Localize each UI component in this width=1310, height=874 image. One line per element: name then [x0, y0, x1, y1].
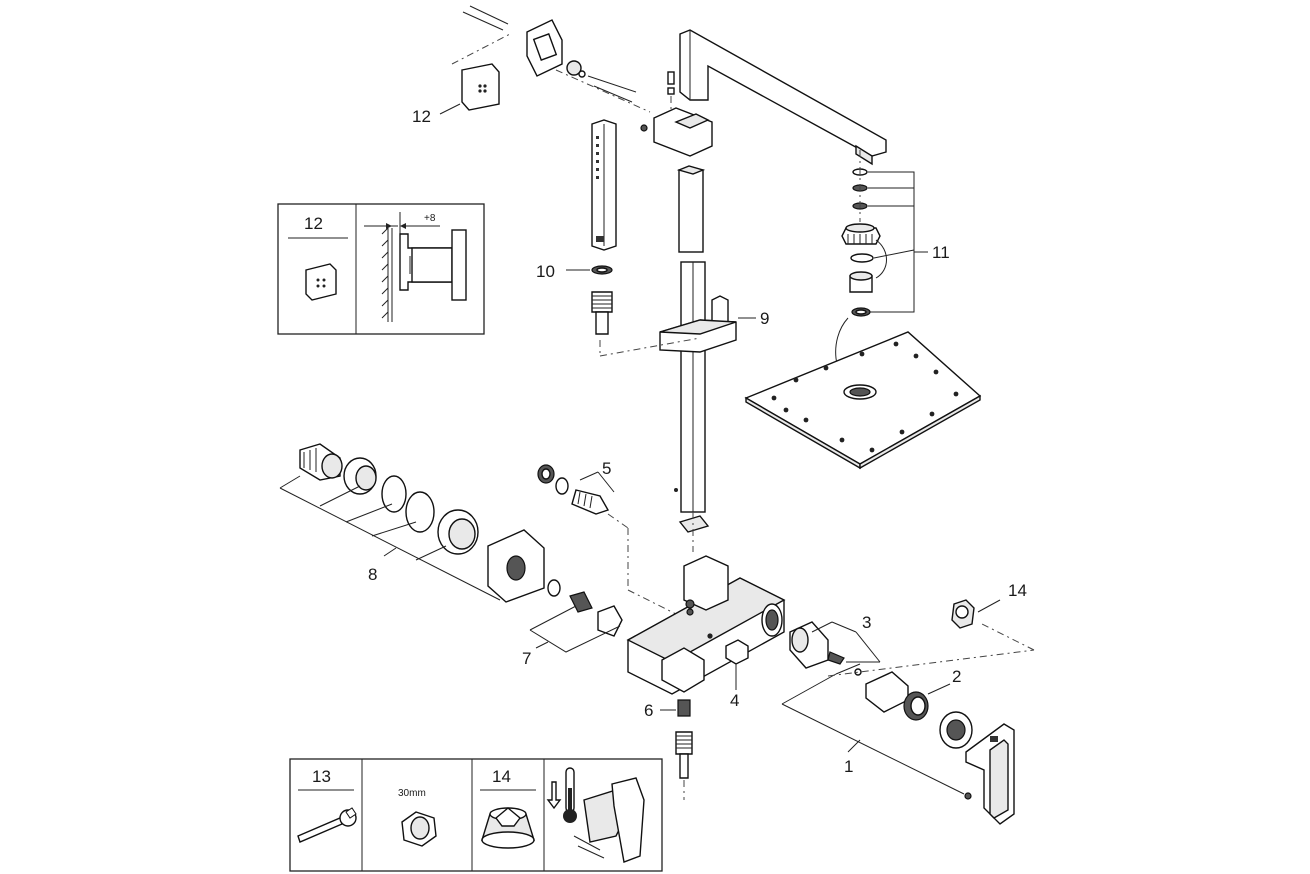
flat-seal-xl — [405, 491, 435, 533]
flat-seal-large — [381, 475, 407, 513]
threaded-adapter — [437, 509, 479, 555]
callout-11: 11 — [932, 243, 950, 262]
callout-2: 2 — [952, 667, 961, 686]
rail-top-bracket — [653, 107, 713, 157]
cover-plate — [461, 63, 500, 111]
callout-9: 9 — [760, 309, 769, 328]
thermostat-cartridge-set: 3 2 1 — [781, 613, 1035, 825]
lever-handle — [965, 723, 1015, 825]
hose-connector — [675, 731, 693, 755]
thermostat-body: 4 6 — [626, 555, 786, 800]
overhead-arm — [679, 29, 887, 157]
inset-part-number: 12 — [304, 214, 323, 233]
s-union — [299, 443, 343, 481]
tools-legend-box: 13 30mm 14 — [289, 758, 663, 872]
offset-dimension: +8 — [424, 213, 436, 224]
hose-nut — [591, 291, 613, 313]
thermometer-icon — [563, 767, 577, 823]
tool-14-label: 14 — [492, 767, 511, 786]
lever-handle-icon — [573, 777, 645, 863]
stop-valve-set: 7 — [522, 579, 623, 668]
temperature-down-arrow-icon — [546, 781, 562, 810]
inset-cover-plate — [305, 263, 337, 301]
handle-sleeve — [865, 671, 909, 713]
inset-mount-detail: 12 +8 — [277, 203, 485, 335]
callout-12: 12 — [412, 107, 431, 126]
diverter-block — [661, 647, 705, 693]
callout-6: 6 — [644, 701, 653, 720]
indicator-cap — [725, 639, 749, 665]
outlet-nipple — [677, 699, 691, 717]
set-screw — [964, 792, 972, 800]
nut-icon — [401, 811, 437, 847]
callout-5: 5 — [602, 459, 611, 478]
callout-3: 3 — [862, 613, 871, 632]
wall-section — [381, 227, 393, 322]
callout-14: 14 — [1008, 581, 1027, 600]
cleaning-cap-icon — [481, 807, 535, 849]
callout-7: 7 — [522, 649, 531, 668]
cleaning-cap: 14 — [951, 581, 1027, 629]
inset-bracket-profile — [399, 229, 467, 301]
ring-seal — [850, 253, 874, 263]
anchor-washer — [566, 60, 582, 76]
nozzle-holes — [771, 341, 959, 453]
rail-upper-segment — [678, 169, 704, 253]
mounting-screw — [462, 5, 509, 31]
hand-shower-assembly: 10 — [536, 119, 701, 357]
valve-nut — [597, 605, 623, 637]
tool-13-label: 13 — [312, 767, 331, 786]
callout-4: 4 — [730, 691, 739, 710]
valve-spindle — [569, 591, 593, 613]
connection-set: 8 — [279, 443, 545, 603]
wall-flange — [487, 529, 545, 603]
wrench-icon — [297, 807, 357, 843]
sliding-holder — [659, 295, 737, 353]
rail-connector — [683, 555, 729, 611]
wall-bracket-assembly: 12 — [412, 5, 651, 126]
check-valve-set: 5 — [537, 459, 677, 615]
ball-joint-nut — [841, 227, 881, 245]
callout-10: 10 — [536, 262, 555, 281]
check-valve — [571, 489, 610, 515]
nut-size-label: 30mm — [398, 788, 426, 799]
union-nut — [343, 457, 377, 495]
head-shower-assembly: 11 — [744, 150, 982, 470]
callout-1: 1 — [844, 757, 853, 776]
shower-rail-assembly: 9 — [640, 29, 887, 552]
callout-8: 8 — [368, 565, 377, 584]
